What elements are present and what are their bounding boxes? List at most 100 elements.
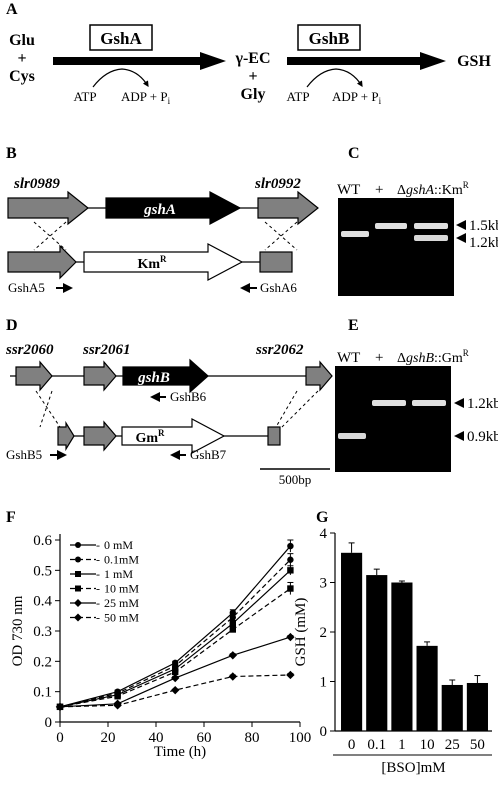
panel-d-letter: D: [6, 317, 18, 334]
data-point: [114, 693, 121, 700]
bar: [341, 552, 363, 731]
crossover-line: [281, 390, 319, 428]
y-tick-label: 0.6: [33, 533, 52, 549]
scale-bar-label: 500bp: [279, 472, 312, 487]
primer-label-gsha6: GshA6: [260, 280, 297, 295]
x-tick-label: 10: [420, 737, 435, 753]
panel-a: A Glu + Cys GshA ATP ADP + Pi γ-EC + Gly…: [6, 1, 491, 106]
lane-label-wt: WT: [337, 350, 360, 366]
y-tick-label: 3: [320, 576, 328, 592]
legend-label: 50 mM: [104, 611, 139, 625]
gel-image-e: [335, 366, 451, 472]
y-tick-label: 2: [320, 625, 328, 641]
data-point: [287, 567, 294, 574]
cassette-label-kmr: KmR: [137, 254, 167, 272]
bar: [441, 684, 463, 731]
y-tick-label: 1: [320, 675, 328, 691]
y-tick-label: 0.1: [33, 685, 52, 701]
series-line: [59, 545, 291, 708]
x-tick-label: 1: [398, 737, 406, 753]
gene-arrow-slr0992: [257, 190, 319, 226]
substrate-glu: Glu: [9, 32, 35, 49]
y-axis-label: GSH (mM): [293, 598, 309, 667]
panel-e: E WT + ΔgshB::GmR 1.2kb 0.9kb: [335, 317, 498, 472]
data-point: [229, 626, 236, 633]
crossover-line: [33, 221, 67, 251]
legend-label: 10 mM: [104, 582, 139, 596]
data-point: [287, 556, 294, 563]
legend-label: 0 mM: [104, 538, 133, 552]
primer-label-gsha5: GshA5: [8, 280, 45, 295]
data-point: [172, 668, 179, 676]
bar: [391, 582, 413, 731]
x-tick-label: 0: [56, 730, 64, 746]
gel-band: [375, 223, 407, 229]
gel-band: [341, 231, 369, 237]
x-axis-label: Time (h): [154, 744, 206, 760]
size-label-0-9kb: 0.9kb: [467, 429, 498, 445]
gel-image-c: [338, 198, 454, 296]
lane-label-plus: +: [375, 182, 383, 198]
size-label-1-2kb: 1.2kb: [467, 396, 498, 412]
cosubstrate-gly: Gly: [241, 86, 266, 103]
bar: [416, 645, 438, 731]
adp-label-2: ADP + Pi: [332, 89, 382, 106]
size-marker-arrow: [454, 431, 464, 441]
panel-c: C WT + ΔgshA::KmR 1.5kb 1.2kb: [337, 145, 498, 296]
data-point: [171, 685, 180, 695]
gene-label-gsha: gshA: [143, 202, 176, 218]
crossover-line: [35, 390, 61, 428]
gene-label-slr0989: slr0989: [13, 176, 60, 192]
y-tick-label: 0: [45, 715, 53, 731]
x-tick-label: 80: [245, 730, 260, 746]
crossover-line: [264, 221, 298, 251]
legend-label: 25 mM: [104, 596, 139, 610]
gene-label-gshb: gshB: [137, 370, 170, 386]
gene-label-ssr2062: ssr2062: [255, 342, 304, 358]
atp-label-2: ATP: [286, 89, 309, 104]
data-point: [74, 599, 82, 607]
size-marker-arrow: [456, 220, 466, 230]
data-point: [75, 571, 81, 577]
data-point: [228, 651, 237, 660]
data-point: [229, 614, 236, 621]
lane-label-gsha-mutant: ΔgshA::KmR: [397, 180, 469, 198]
gene-label-ssr2060: ssr2060: [5, 342, 54, 358]
construct-box-right: [267, 426, 281, 446]
legend-dash: -: [96, 567, 100, 581]
atp-curve-arrow-2: [306, 68, 363, 88]
atp-label-1: ATP: [73, 89, 96, 104]
legend-dash: -: [96, 538, 100, 552]
reaction-arrow-gsha: [53, 52, 226, 70]
x-tick-label: 0.1: [367, 737, 386, 753]
legend-label: 1 mM: [104, 567, 133, 581]
panel-a-letter: A: [6, 1, 18, 18]
x-tick-label: 60: [197, 730, 212, 746]
size-label-1-5kb: 1.5kb: [469, 218, 498, 234]
gel-band: [412, 400, 446, 406]
product-gsh: GSH: [457, 53, 491, 70]
data-point: [75, 585, 81, 592]
crossover-line: [33, 221, 67, 251]
lane-label-wt: WT: [337, 182, 360, 198]
legend-dash: -: [96, 553, 100, 567]
x-tick-label: 50: [470, 737, 485, 753]
x-tick-label: 0: [348, 737, 356, 753]
x-tick-label: 20: [101, 730, 116, 746]
size-marker-arrow: [454, 398, 464, 408]
data-point: [228, 672, 237, 681]
data-point: [286, 632, 295, 642]
construct-arrow-left: [57, 420, 75, 452]
data-point: [55, 702, 65, 712]
primer-label-gshb6: GshB6: [170, 389, 207, 404]
data-point: [75, 556, 81, 563]
plus-sign: +: [17, 50, 26, 67]
panel-b-letter: B: [6, 145, 17, 162]
bar: [366, 575, 388, 731]
y-tick-label: 0.3: [33, 624, 52, 640]
data-point: [74, 613, 82, 622]
data-point: [287, 585, 294, 592]
x-tick-label: 100: [289, 730, 312, 746]
